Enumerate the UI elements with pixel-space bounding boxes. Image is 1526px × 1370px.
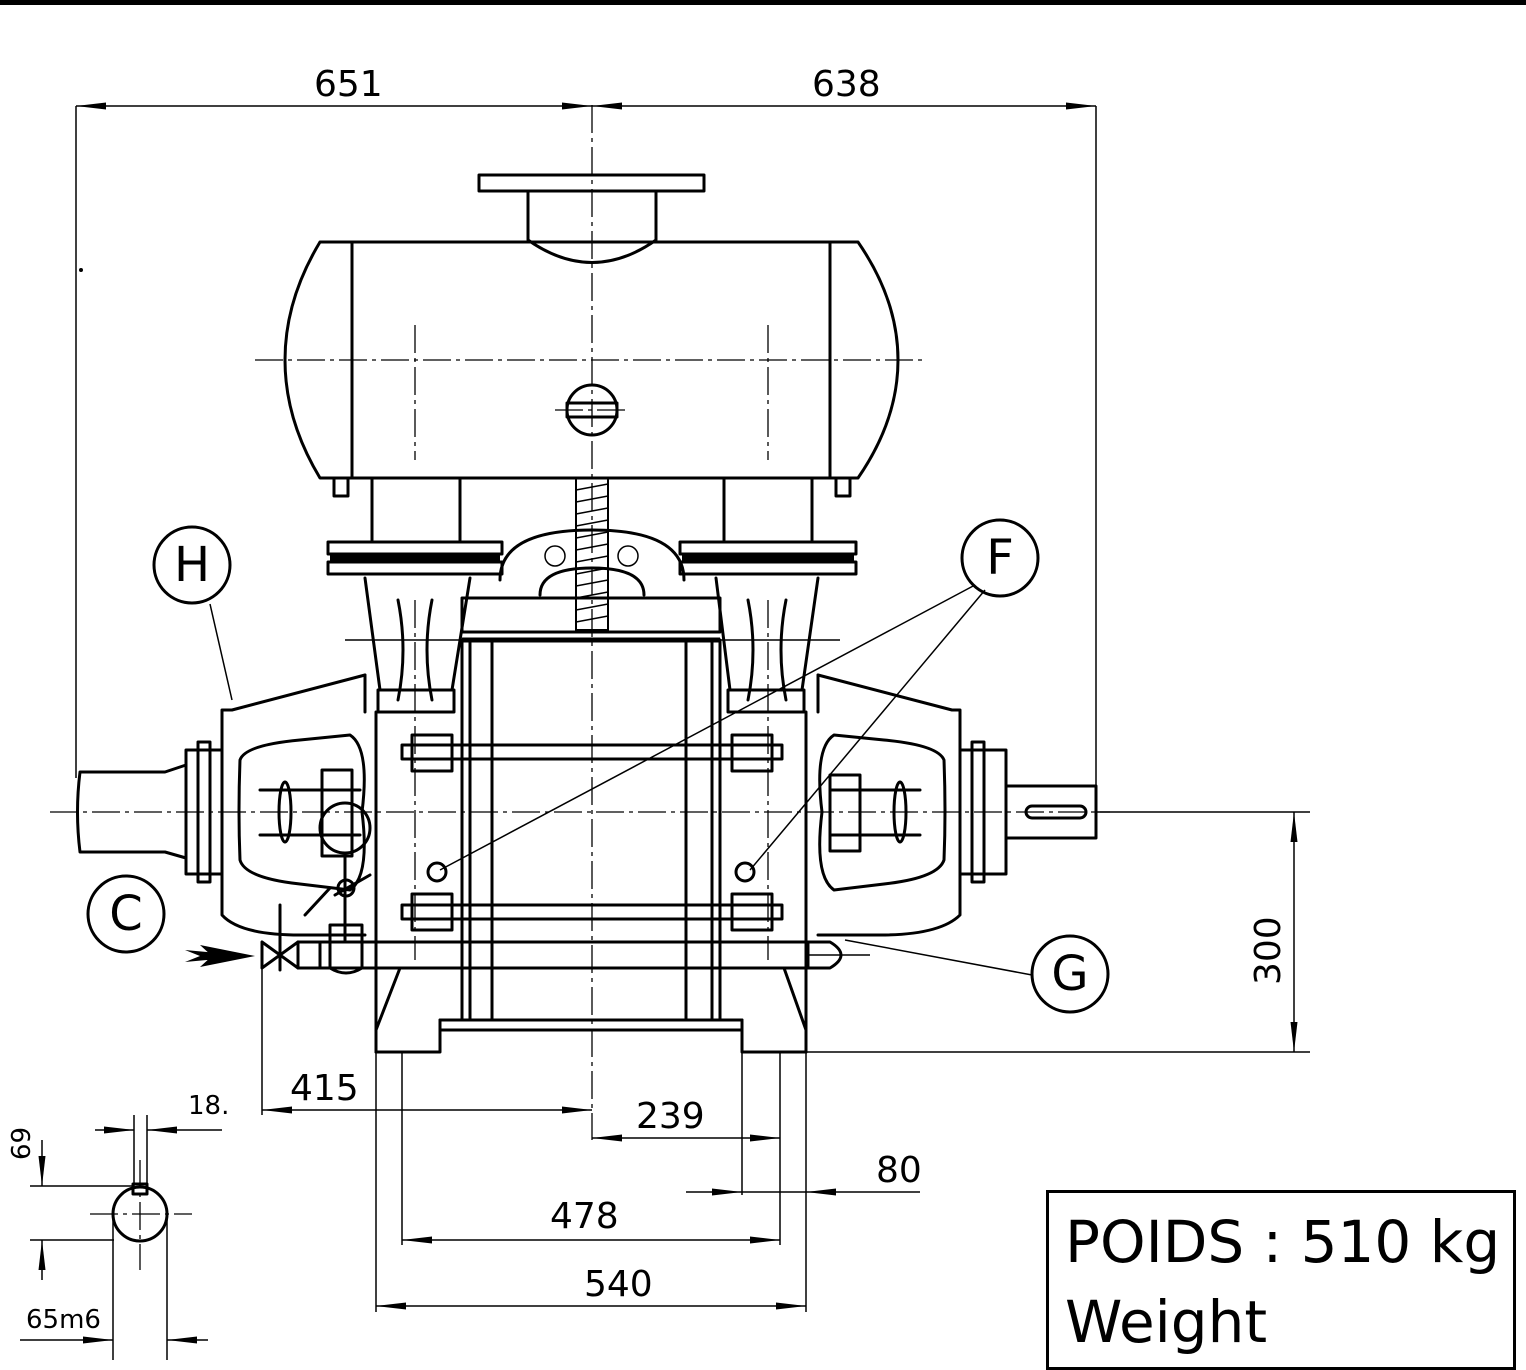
dim-638: 638 [812,64,881,105]
callout-leaders [209,584,1033,976]
dim-239: 239 [636,1096,705,1137]
svg-text:C: C [109,886,143,942]
dim-80: 80 [876,1150,922,1191]
weight-label: Weight [1065,1288,1268,1356]
svg-text:F: F [986,530,1014,586]
dim-478: 478 [550,1196,619,1237]
weight-value: POIDS : 510 kg [1065,1208,1501,1276]
top-border [0,0,1526,5]
dimension-lines [75,102,1310,1312]
inlet-connection [185,903,364,975]
dim-540: 540 [584,1264,653,1305]
dim-300: 300 [1248,916,1289,985]
shaft-end-detail [20,1115,222,1360]
callout-g: G [1030,934,1110,1014]
inlet-arrow [185,945,255,967]
gauge-rod [575,477,609,631]
dim-415: 415 [290,1068,359,1109]
dim-shaft-diameter: 65m6 [26,1305,101,1335]
reference-dot [79,268,83,272]
pump-body [318,528,870,1054]
callout-f: F [960,518,1040,598]
left-bearing-housing [76,673,372,942]
dim-651: 651 [314,64,383,105]
discharge-flange [477,173,706,193]
callout-c: C [86,874,166,954]
svg-text:G: G [1051,946,1088,1002]
foot-right [740,966,808,1054]
dim-key-width: 18. [188,1091,229,1121]
weight-box: POIDS : 510 kg Weight [1046,1190,1516,1370]
foot-left [374,966,444,1054]
left-shaft [76,763,188,860]
dim-key-depth: 69 [7,1127,37,1160]
svg-text:H: H [174,537,210,593]
separator-tank [283,173,900,631]
right-bearing-housing [816,673,1098,937]
callout-h: H [152,525,232,605]
